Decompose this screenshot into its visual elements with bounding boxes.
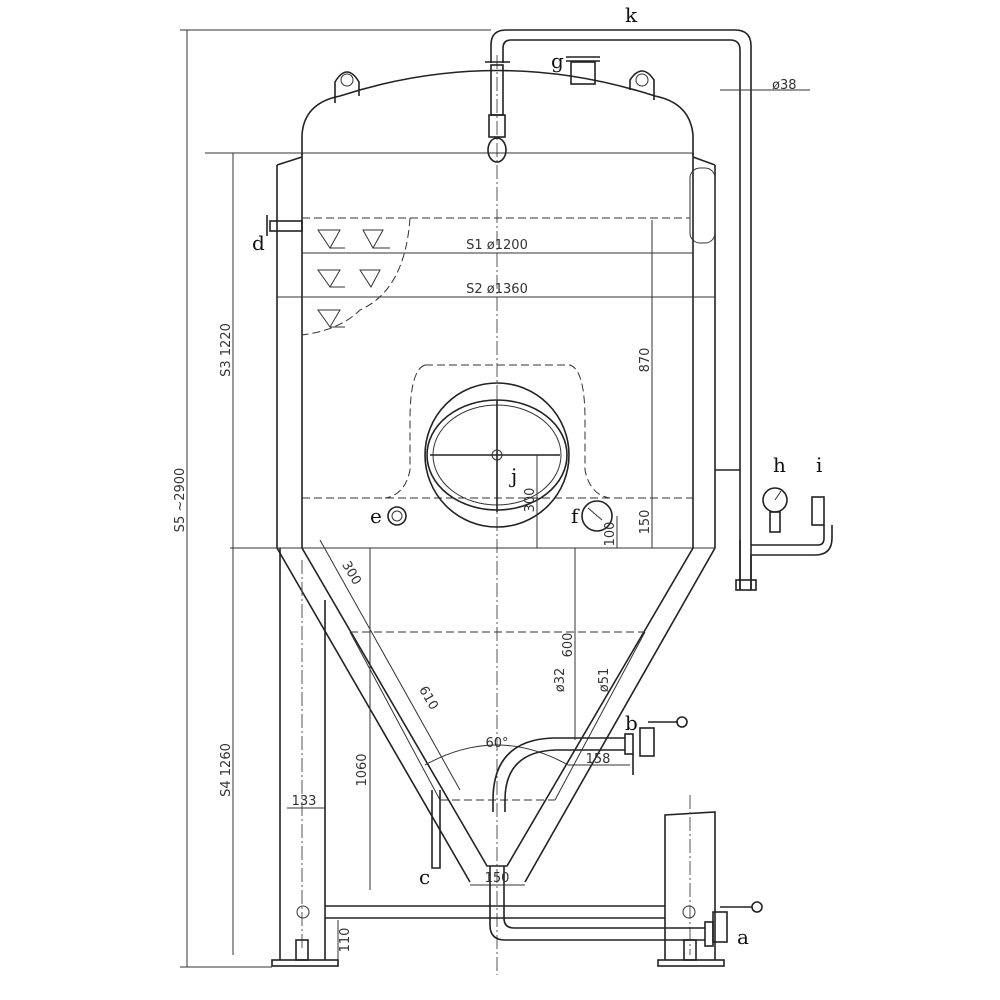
- inner-shell: [301, 153, 694, 548]
- dim-d51: ø51: [597, 668, 612, 693]
- dim-133: 133: [292, 794, 317, 809]
- cone-cooling-jacket: [349, 631, 646, 801]
- manhole-handwheel[interactable]: [491, 449, 503, 461]
- label-j: j: [509, 464, 517, 488]
- foot-adjuster-left: [295, 939, 309, 961]
- brace-bolt-left: [296, 905, 310, 919]
- label-b: b: [625, 711, 638, 735]
- dim-1060: 1060: [355, 753, 370, 786]
- dim-110: 110: [338, 928, 353, 953]
- top-port-g: [566, 56, 600, 85]
- port-c-pipe: [431, 790, 441, 869]
- label-h: h: [773, 453, 786, 477]
- bottom-outlet-pipe: [489, 866, 705, 941]
- manhole[interactable]: [424, 382, 570, 528]
- angle-60-arc: [424, 744, 569, 766]
- dim-158: 158: [586, 752, 611, 767]
- dim-870: 870: [638, 348, 653, 373]
- cooling-manifold: [715, 469, 833, 590]
- spray-ball-pipe: [485, 61, 510, 163]
- label-c: c: [419, 865, 430, 889]
- label-k: k: [625, 3, 638, 27]
- cross-brace: [325, 905, 665, 919]
- dim-300-cone: 300: [338, 559, 363, 588]
- dim-100: 100: [603, 522, 618, 547]
- label-d: d: [252, 231, 265, 255]
- cone-cooling-zone: [350, 631, 645, 801]
- insulation-cutaway: [689, 167, 716, 244]
- dim-300-manhole: 300: [523, 488, 538, 513]
- jacket-channel-symbols: [317, 229, 390, 328]
- port-i: [811, 496, 825, 526]
- valve-a[interactable]: [704, 901, 763, 947]
- brace-bolt-right: [682, 905, 696, 919]
- tank-dome: [301, 69, 694, 155]
- lifting-lug-left: [334, 71, 360, 103]
- valve-b[interactable]: [624, 716, 688, 775]
- dim-d32: ø32: [553, 668, 568, 693]
- lifting-lug-right: [629, 70, 655, 100]
- manhole-reinforcement: [384, 364, 611, 499]
- leg-left: [279, 548, 326, 960]
- cone-outer: [276, 547, 716, 883]
- port-e: [387, 506, 407, 526]
- dim-150-bottom: 150: [485, 871, 510, 886]
- racking-arm-b: [492, 737, 625, 812]
- dim-s2: S2 ø1360: [466, 282, 528, 297]
- outer-jacket: [276, 156, 716, 548]
- dim-s5: S5 ~2900: [173, 468, 188, 533]
- foot-right: [657, 959, 725, 967]
- manifold-flange: [735, 579, 757, 591]
- pressure-gauge-h: [762, 487, 788, 533]
- label-a: a: [737, 925, 749, 949]
- cutaway-outline: [301, 217, 411, 336]
- dim-angle-60: 60°: [485, 736, 508, 751]
- dim-s3: S3 1220: [219, 323, 234, 377]
- dim-d38: ø38: [772, 78, 797, 93]
- label-e: e: [370, 504, 382, 528]
- dim-s1: S1 ø1200: [466, 238, 528, 253]
- cooling-pipe-k-inner: [502, 39, 741, 590]
- dim-600: 600: [561, 633, 576, 658]
- dim-150: 150: [638, 510, 653, 535]
- d610-dim-line: [319, 539, 461, 791]
- foot-left: [271, 959, 339, 967]
- port-d: [266, 215, 303, 236]
- thermometer-f: [581, 500, 613, 532]
- cooling-pipe-k: [490, 29, 752, 590]
- label-g: g: [551, 49, 564, 73]
- dim-s4: S4 1260: [219, 743, 234, 797]
- cone-inner: [301, 547, 694, 867]
- dim-610: 610: [415, 684, 440, 713]
- label-i: i: [816, 453, 822, 477]
- label-f: f: [571, 504, 580, 528]
